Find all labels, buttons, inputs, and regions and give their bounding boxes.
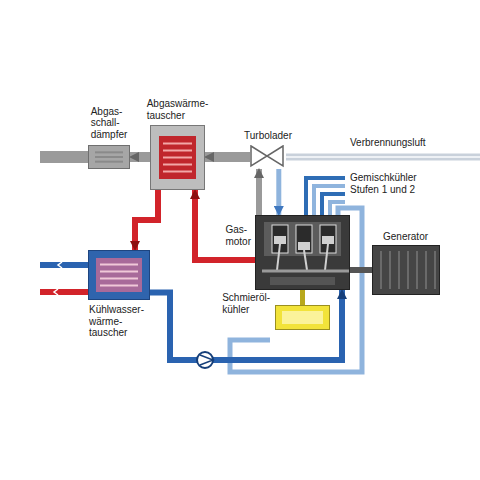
heat-exchanger-core: [96, 258, 142, 292]
air-label: Verbrennungsluft: [350, 137, 426, 149]
component-label: Kühlwasser- wärme- tauscher: [89, 304, 144, 339]
cooling-loop-pipe: [230, 340, 342, 372]
coil-line: [163, 157, 192, 159]
connecting-rod: [304, 250, 307, 270]
coil-line: [100, 278, 138, 280]
flow-arrow: [54, 289, 58, 295]
gas-engine: Gas- motor: [255, 215, 350, 290]
piston: [274, 236, 286, 244]
exhaust-heat-exchanger: Abgaswärme- tauscher: [150, 125, 205, 190]
exhaust-heat-exchanger-art: [151, 126, 206, 191]
charge-air-pipe: [276, 169, 281, 215]
piston: [298, 242, 310, 250]
component-label: Abgas- schall- dämpfer: [91, 106, 128, 141]
coil-line: [100, 264, 138, 266]
cylinder-block: [264, 222, 341, 256]
generator-art: [373, 246, 441, 296]
gas-engine-art: [256, 216, 351, 291]
turbocharger: Turbolader: [250, 145, 286, 169]
component-label: Gas- motor: [225, 224, 251, 247]
cooling-fin: [434, 251, 436, 289]
coil-line: [95, 151, 123, 153]
oil-pipe: [300, 290, 305, 305]
cooler-core: [282, 311, 323, 324]
pump-symbol: [197, 352, 213, 368]
connecting-rod: [325, 244, 328, 270]
cooling-return-pipe: [150, 290, 342, 360]
coil-line: [163, 150, 192, 152]
component-label: Schmieröl- kühler: [222, 292, 270, 315]
hot-water-pipe: [135, 190, 158, 250]
background-pipes: [40, 151, 480, 372]
coil-line: [95, 161, 123, 163]
exhaust-pipe: [205, 152, 250, 162]
exhaust-pipe: [130, 152, 150, 162]
coil-line: [100, 271, 138, 273]
lube-oil-cooler-art: [276, 306, 331, 331]
connecting-rod: [277, 244, 280, 270]
piston: [322, 236, 334, 244]
coil-line: [163, 171, 192, 173]
turbine-symbol: [251, 146, 283, 166]
crankshaft: [262, 270, 349, 273]
heating-flow-pipe: [40, 289, 88, 295]
cooling-fin: [380, 251, 382, 289]
exhaust-pipe: [40, 151, 88, 163]
cooling-fin: [425, 251, 427, 289]
mixture-cooler-label: Gemischkühler Stufen 1 und 2: [350, 172, 440, 195]
turbocharger-art: [250, 145, 286, 169]
exhaust-pipe: [256, 169, 262, 215]
heat-exchanger-core: [159, 136, 196, 179]
silencer-box: Abgas- schall- dämpfer: [88, 145, 130, 169]
coil-line: [100, 285, 138, 287]
heating-return-pipe: [40, 262, 88, 268]
generator: Generator: [372, 245, 440, 295]
lube-oil-cooler: Schmieröl- kühler: [275, 305, 330, 330]
coil-line: [163, 164, 192, 166]
cooling-fin: [398, 251, 400, 289]
component-label: Generator: [383, 231, 428, 243]
cooling-fin: [389, 251, 391, 289]
air-pipe: [286, 154, 480, 161]
cooling-water-heat-exchanger: Kühlwasser- wärme- tauscher: [88, 250, 150, 300]
cooling-fin: [416, 251, 418, 289]
silencer-box-art: [89, 146, 131, 170]
hot-water-pipe: [195, 190, 255, 260]
mixture-cooler-pipe: [322, 194, 345, 215]
coil-line: [163, 143, 192, 145]
flow-arrow: [58, 262, 62, 268]
oil-pan: [270, 277, 335, 285]
cooling-fin: [407, 251, 409, 289]
drive-shaft: [350, 267, 372, 273]
component-label: Turbolader: [244, 130, 292, 142]
cylinder: [296, 225, 312, 253]
air-pipe-core: [286, 156, 480, 158]
coil-line: [95, 156, 123, 158]
cooling-water-heat-exchanger-art: [89, 251, 151, 301]
component-label: Abgaswärme- tauscher: [147, 98, 209, 121]
